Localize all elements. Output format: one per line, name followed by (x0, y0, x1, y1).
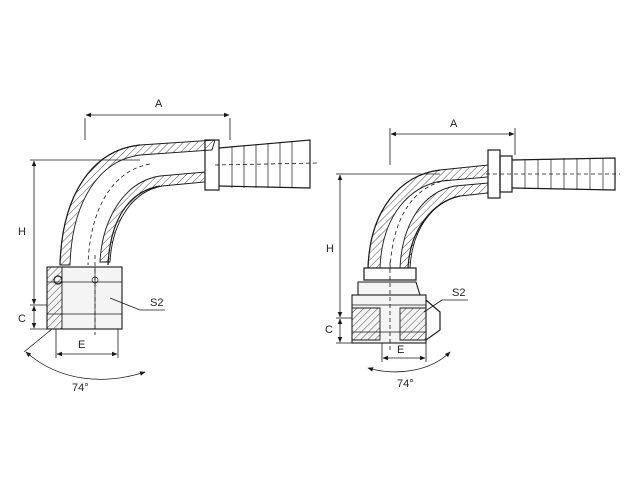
right-label-c: C (325, 324, 333, 336)
right-dimension-h: H (326, 173, 440, 319)
left-label-h: H (18, 226, 26, 238)
left-dimension-e: E (55, 329, 119, 358)
left-elbow-inner-wall (99, 171, 206, 263)
right-label-s2: S2 (452, 287, 465, 299)
right-label-angle: 74° (397, 378, 414, 390)
right-label-a: A (450, 118, 458, 130)
left-label-c: C (18, 313, 26, 325)
right-label-e: E (397, 344, 404, 356)
right-elbow-fitting: A H C E S2 74° (325, 118, 620, 390)
left-label-e: E (78, 339, 85, 351)
right-bore-centerline (389, 179, 449, 271)
left-label-angle: 74° (72, 382, 89, 394)
right-dimension-a: A (389, 118, 516, 165)
right-hex-nut (351, 262, 441, 350)
right-elbow-inner-wall (399, 182, 489, 269)
right-angle-arc: 74° (367, 351, 451, 390)
right-dimension-e: E (381, 343, 427, 362)
left-hex-nut (46, 255, 123, 335)
left-dimension-h: H (18, 159, 140, 306)
left-dimension-c: C (18, 305, 47, 330)
left-label-s2: S2 (150, 297, 163, 309)
right-s2-callout: S2 (423, 287, 468, 313)
right-hose-barb (486, 157, 620, 191)
left-dimension-a: A (84, 98, 231, 140)
left-label-a: A (155, 98, 163, 110)
right-label-h: H (326, 243, 334, 255)
left-elbow-outer-wall (59, 139, 216, 266)
right-dimension-c: C (325, 318, 352, 344)
left-elbow-fitting: A H C E S2 (18, 98, 319, 394)
left-hose-barb (214, 139, 319, 189)
left-s2-callout: S2 (109, 297, 165, 311)
left-angle-arc: 74° (23, 328, 146, 394)
